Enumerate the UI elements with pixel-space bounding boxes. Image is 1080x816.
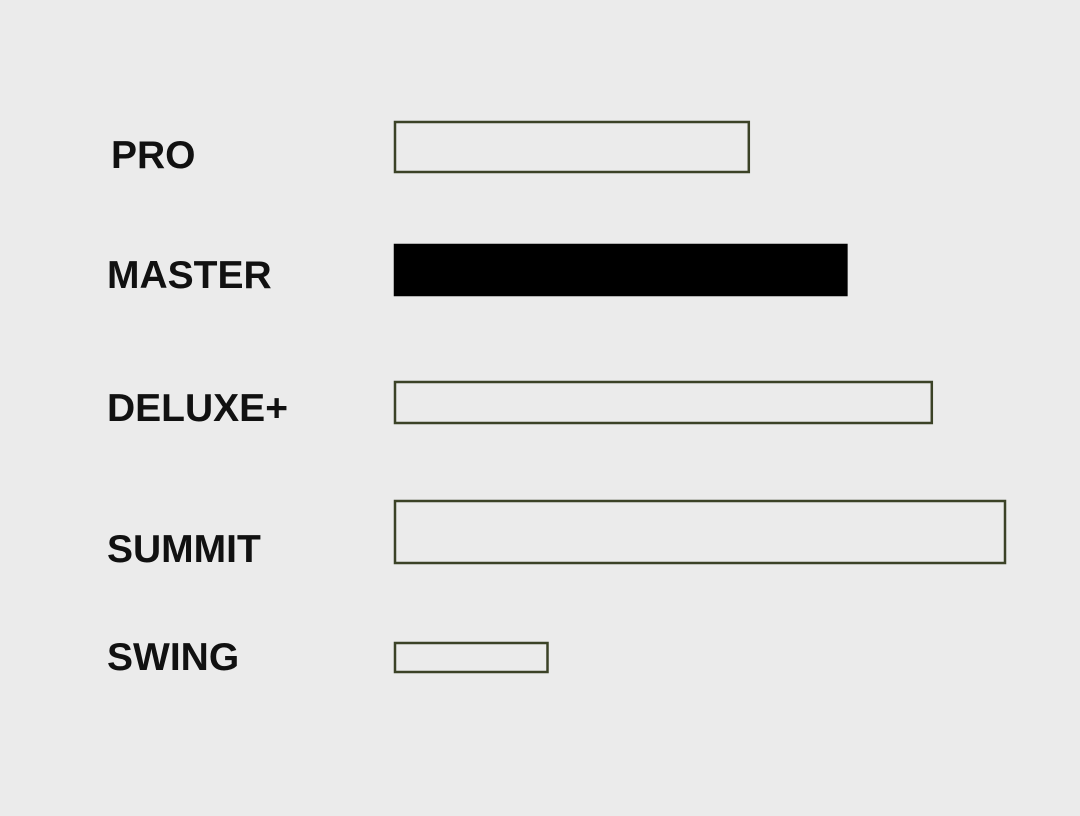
bar-master bbox=[393, 243, 848, 297]
bar-pro bbox=[393, 120, 751, 174]
bar-summit bbox=[393, 499, 1007, 565]
bar-deluxe-plus bbox=[393, 380, 934, 425]
category-labels: PRO MASTER DELUXE+ SUMMIT SWING bbox=[107, 134, 288, 679]
category-label-deluxe-plus: DELUXE+ bbox=[107, 387, 288, 430]
bars bbox=[393, 120, 1007, 674]
category-label-summit: SUMMIT bbox=[107, 528, 261, 571]
category-label-pro: PRO bbox=[111, 134, 196, 177]
bar-swing bbox=[393, 641, 549, 674]
category-label-master: MASTER bbox=[107, 254, 272, 297]
category-label-swing: SWING bbox=[107, 636, 239, 679]
